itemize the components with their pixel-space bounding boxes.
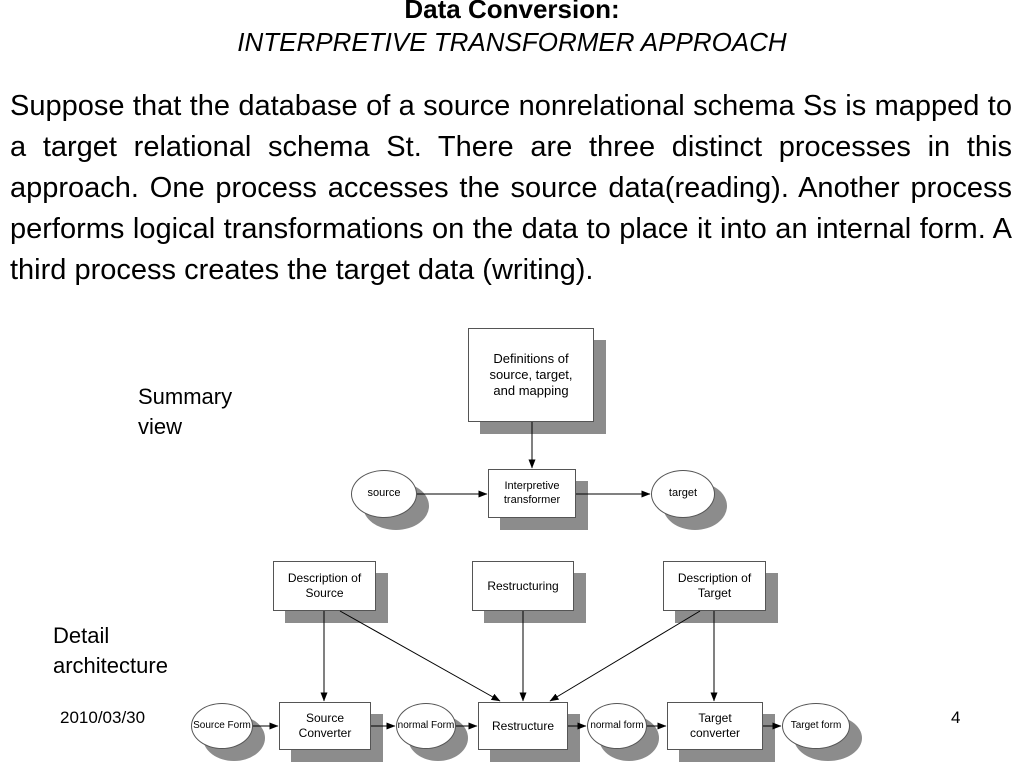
target-form-oval: Target form [782, 703, 850, 749]
arrow-descsource-to-restructure [339, 610, 501, 702]
page-number: 4 [951, 708, 961, 727]
page-title: Data Conversion: [404, 0, 620, 24]
target-form-label: Target form [790, 719, 842, 731]
target-label: target [668, 487, 698, 500]
interpretive-transformer-box: Interpretive transformer [488, 469, 576, 518]
normal-form-label-1: normal Form [397, 719, 455, 731]
target-oval: target [651, 470, 715, 518]
source-label: source [367, 487, 401, 500]
normal-form-oval-2: normal form [587, 703, 647, 749]
page-subtitle: INTERPRETIVE TRANSFORMER APPROACH [237, 27, 787, 57]
definitions-box: Definitions of source, target, and mappi… [468, 328, 594, 422]
restructuring-box: Restructuring [472, 561, 574, 611]
normal-form-label-2: normal form [590, 719, 644, 731]
source-oval: source [351, 470, 417, 518]
restructure-box: Restructure [478, 702, 568, 750]
restructuring-label: Restructuring [487, 578, 559, 593]
body-paragraph: Suppose that the database of a source no… [10, 90, 1012, 286]
interpretive-transformer-label: Interpretive transformer [503, 479, 561, 506]
description-of-target-label: Description of Target [677, 571, 752, 600]
target-converter-box: Target converter [667, 702, 763, 750]
description-of-target-box: Description of Target [663, 561, 766, 611]
summary-view-label: Summary view [138, 384, 233, 439]
normal-form-oval-1: normal Form [396, 703, 456, 749]
detail-architecture-label: Detail architecture [53, 623, 168, 678]
arrow-desctarget-to-restructure [549, 610, 701, 702]
source-converter-label: Source Converter [298, 711, 352, 740]
target-converter-label: Target converter [689, 711, 741, 740]
source-converter-box: Source Converter [279, 702, 371, 750]
description-of-source-box: Description of Source [273, 561, 376, 611]
source-form-label: Source Form [193, 719, 251, 731]
restructure-label: Restructure [491, 718, 555, 733]
title-block: Data Conversion: INTERPRETIVE TRANSFORME… [0, 0, 1024, 60]
footer-date: 2010/03/30 [60, 708, 146, 727]
definitions-label: Definitions of source, target, and mappi… [489, 350, 573, 399]
source-form-oval: Source Form [191, 703, 253, 749]
description-of-source-label: Description of Source [287, 571, 362, 600]
